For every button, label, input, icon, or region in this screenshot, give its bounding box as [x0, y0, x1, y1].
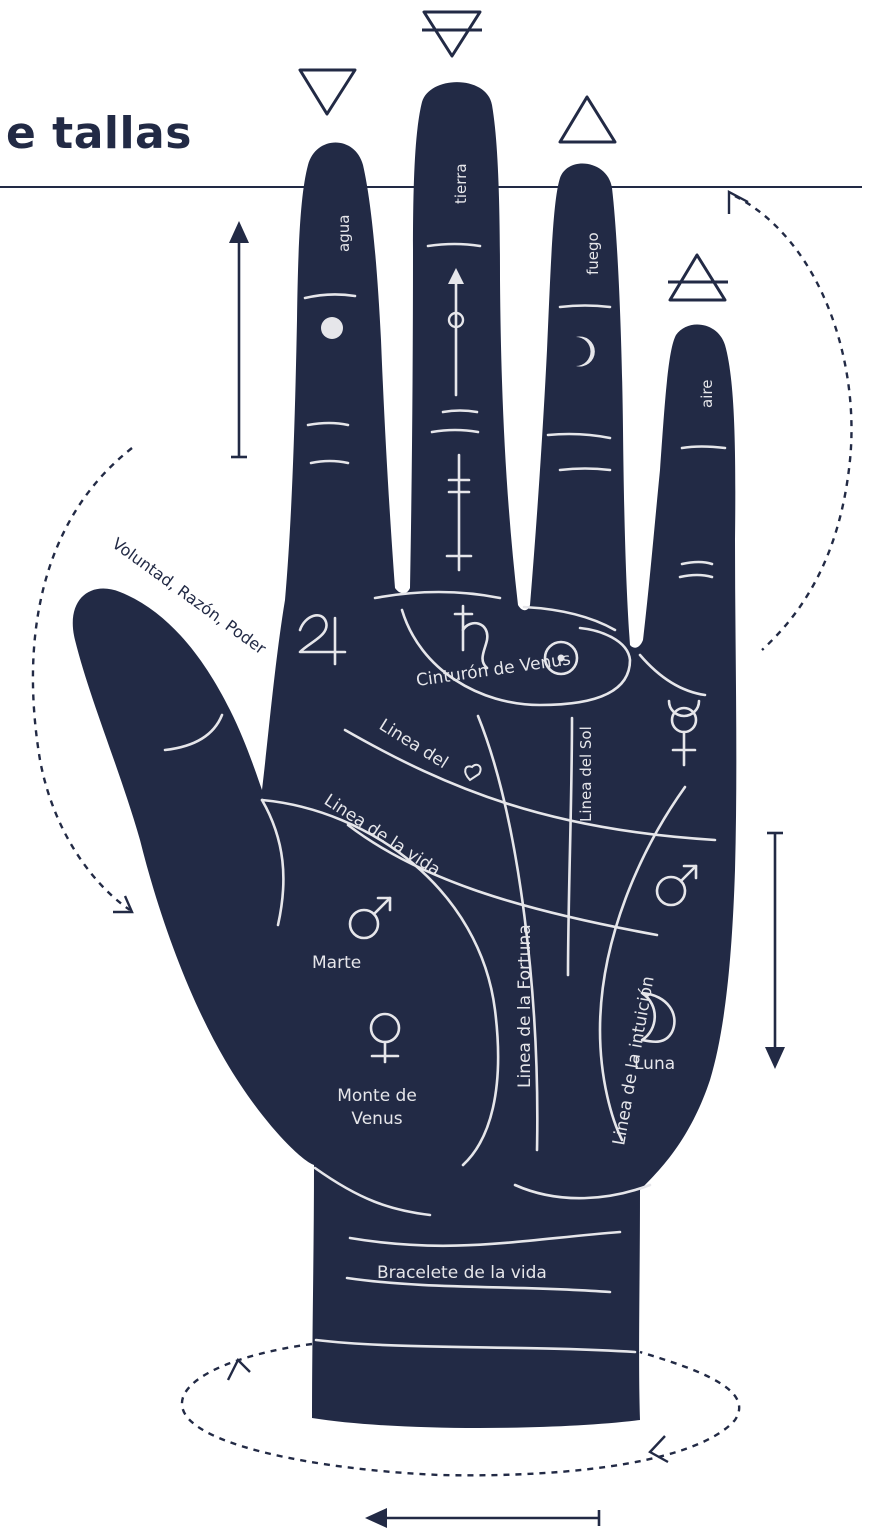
air-icon [668, 255, 728, 300]
hand-silhouette [73, 82, 737, 1428]
arrow-down-right [765, 833, 785, 1069]
water-dot-icon [321, 317, 343, 339]
mount-of-venus-label-2: Venus [351, 1109, 402, 1129]
earth-icon [422, 12, 482, 56]
bracelet-label: Bracelete de la vida [377, 1263, 547, 1283]
water-icon [300, 70, 355, 114]
mars-label: Marte [312, 953, 361, 973]
finger-label-agua: agua [335, 215, 353, 252]
finger-label-tierra: tierra [452, 163, 470, 204]
fortune-line-label: Linea de la Fortuna [515, 924, 535, 1088]
sun-line-label: Linea del Sol [577, 726, 595, 822]
finger-label-fuego: fuego [584, 232, 602, 275]
fire-icon [560, 97, 615, 142]
arrow-up-left [229, 221, 249, 457]
dashed-arrow-right [735, 196, 852, 650]
finger-label-aire: aire [698, 380, 716, 408]
mount-of-venus-label-1: Monte de [337, 1086, 417, 1106]
moon-label: Luna [634, 1054, 675, 1074]
wrist-arrow-head-right [650, 1436, 668, 1462]
arrow-left-bottom [365, 1508, 599, 1528]
wrist-arrow-head-left [228, 1360, 250, 1380]
